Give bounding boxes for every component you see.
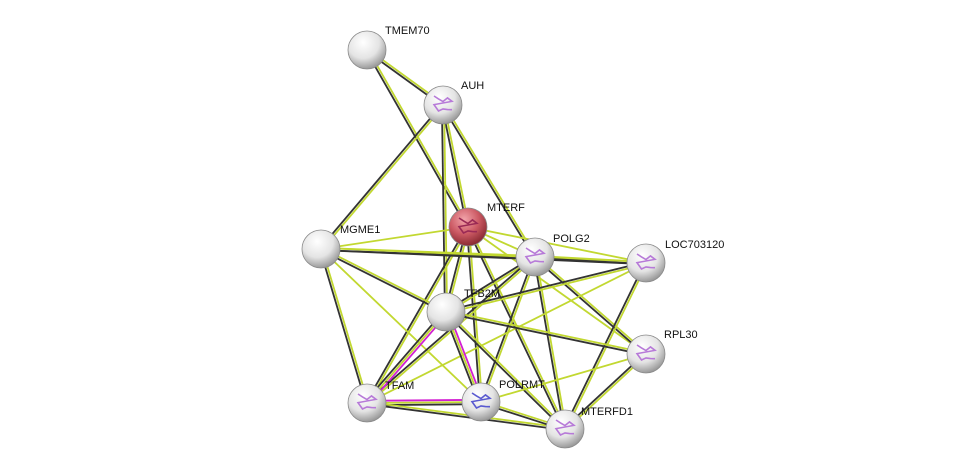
protein-structure-icon <box>554 419 576 436</box>
edges <box>319 48 648 431</box>
node-sphere[interactable] <box>347 30 387 70</box>
node-tfb2m[interactable]: TFB2M <box>426 288 500 332</box>
edge-auh-mgme1[interactable] <box>319 103 445 251</box>
node-mgme1[interactable]: MGME1 <box>301 224 380 269</box>
node-label: POLG2 <box>553 233 590 245</box>
protein-structure-icon <box>356 393 378 410</box>
edge-mterf-mgme1[interactable] <box>320 226 469 250</box>
edge-tfam-mterfd1[interactable] <box>366 401 566 431</box>
edge-mgme1-tfam[interactable] <box>319 248 369 404</box>
node-tfam[interactable]: TFAM <box>347 380 414 423</box>
edge-polg2-mterfd1[interactable] <box>533 256 567 430</box>
node-sphere[interactable] <box>423 85 463 125</box>
node-sphere[interactable] <box>347 383 387 423</box>
node-label: RPL30 <box>664 329 698 341</box>
edge-rpl30-polrmt[interactable] <box>480 353 647 403</box>
node-polg2[interactable]: POLG2 <box>515 233 590 277</box>
edge-mterf-rpl30[interactable] <box>467 226 647 355</box>
edge-loc703120-tfb2m[interactable] <box>445 261 647 314</box>
node-polrmt[interactable]: POLRMT <box>461 379 545 422</box>
edge-polg2-rpl30[interactable] <box>533 255 648 356</box>
node-label: AUH <box>461 80 484 92</box>
node-mterf[interactable]: MTERF <box>448 202 525 247</box>
edge-mgme1-polrmt[interactable] <box>320 248 482 403</box>
edge-loc703120-tfam[interactable] <box>366 262 647 404</box>
node-sphere[interactable] <box>426 292 466 332</box>
node-auh[interactable]: AUH <box>423 80 484 125</box>
protein-structure-icon <box>524 247 546 264</box>
edge-tmem70-mterf[interactable] <box>365 49 470 228</box>
protein-structure-icon <box>432 95 454 112</box>
node-label: LOC703120 <box>665 239 724 251</box>
node-tmem70[interactable]: TMEM70 <box>347 25 430 70</box>
node-sphere[interactable] <box>515 237 555 277</box>
node-sphere[interactable] <box>626 334 666 374</box>
edge-mterf-loc703120[interactable] <box>467 226 647 264</box>
node-label: MTERF <box>487 202 525 214</box>
node-sphere[interactable] <box>545 409 585 449</box>
node-sphere[interactable] <box>626 243 666 283</box>
node-label: TMEM70 <box>385 25 430 37</box>
node-label: TFAM <box>385 380 414 392</box>
edge-tfb2m-mterfd1[interactable] <box>444 310 567 431</box>
protein-structure-icon <box>457 217 479 234</box>
node-rpl30[interactable]: RPL30 <box>626 329 698 374</box>
node-sphere[interactable] <box>301 229 341 269</box>
node-mterfd1[interactable]: MTERFD1 <box>545 406 633 449</box>
node-loc703120[interactable]: LOC703120 <box>626 239 724 283</box>
node-sphere[interactable] <box>448 207 488 247</box>
edge-tfb2m-tfam[interactable] <box>364 309 449 406</box>
node-label: MTERFD1 <box>581 406 633 418</box>
edge-auh-tfb2m[interactable] <box>441 104 448 313</box>
edge-mgme1-tfb2m[interactable] <box>320 247 447 314</box>
protein-structure-icon <box>635 253 657 270</box>
edge-polg2-polrmt[interactable] <box>479 256 537 403</box>
edge-tfb2m-rpl30[interactable] <box>445 310 647 356</box>
protein-structure-icon <box>470 392 492 409</box>
node-sphere[interactable] <box>461 382 501 422</box>
node-label: POLRMT <box>499 379 545 391</box>
edge-auh-polg2[interactable] <box>441 103 537 259</box>
node-label: MGME1 <box>340 224 380 236</box>
edge-auh-mterf[interactable] <box>441 104 470 228</box>
node-label: TFB2M <box>464 288 500 300</box>
protein-structure-icon <box>635 344 657 361</box>
